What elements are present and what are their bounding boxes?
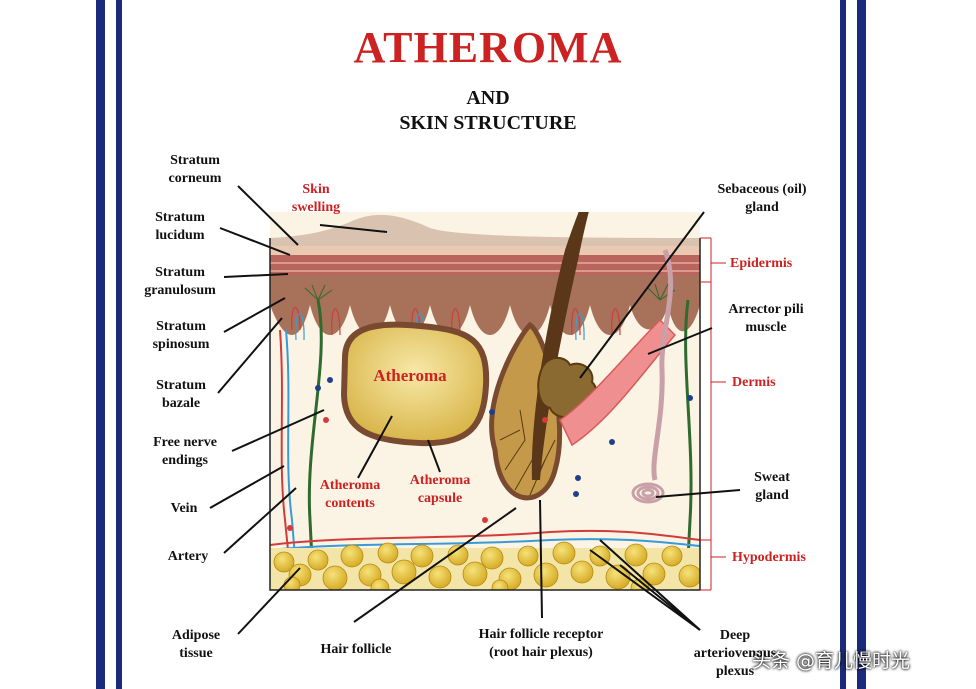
left-border-outer [96, 0, 105, 689]
label-sebaceous-gland: Sebaceous (oil) gland [717, 182, 807, 215]
right-border-inner [840, 0, 846, 689]
label-stratum-bazale: Stratum bazale [156, 378, 206, 411]
left-border-inner [116, 0, 122, 689]
label-hair-follicle-receptor: Hair follicle receptor (root hair plexus… [478, 627, 604, 660]
label-adipose-tissue: Adipose tissue [171, 628, 221, 661]
label-skin-swelling: Skin swelling [291, 182, 341, 215]
label-hypodermis: Hypodermis [732, 550, 806, 565]
label-atheroma-capsule: Atheroma capsule [409, 473, 471, 506]
right-border-outer [857, 0, 866, 689]
leader-lines [209, 185, 741, 635]
sweat-gland-duct [651, 249, 674, 481]
label-artery: Artery [167, 549, 209, 564]
page-title: ATHEROMA [353, 23, 623, 72]
label-stratum-granulosum: Stratum granulosum [144, 265, 216, 298]
label-epidermis: Epidermis [730, 256, 793, 271]
watermark-text: 头条 @育儿慢时光 [752, 650, 911, 672]
stratum-corneum-layer [270, 214, 700, 250]
arrector-pili-muscle-shape [559, 318, 677, 447]
label-sweat-gland: Sweat gland [754, 470, 790, 503]
label-stratum-lucidum: Stratum lucidum [155, 210, 205, 243]
label-stratum-spinosum: Stratum spinosum [152, 319, 210, 352]
sweat-gland-coil [631, 482, 665, 504]
label-vein: Vein [170, 501, 198, 516]
atheroma-cyst [340, 321, 490, 447]
label-atheroma: Atheroma [373, 366, 447, 385]
label-dermis: Dermis [732, 375, 776, 390]
artery-vessel [279, 329, 291, 571]
label-stratum-corneum: Stratum corneum [168, 153, 222, 186]
subtitle-skin-structure: SKIN STRUCTURE [399, 112, 577, 134]
label-free-nerve-endings: Free nerve endings [153, 435, 217, 468]
label-atheroma-contents: Atheroma contents [319, 478, 381, 511]
nerve-fiber [307, 299, 323, 561]
layer-bracket [700, 237, 726, 591]
subtitle-and: AND [466, 87, 510, 109]
vein-vessel [285, 329, 297, 571]
label-hair-follicle: Hair follicle [320, 642, 392, 657]
label-deep-arteriovenous-plexus: Deep arteriovenous plexus [693, 628, 777, 679]
label-arrector-pili-muscle: Arrector pili muscle [728, 302, 804, 335]
hair-shaft [531, 212, 589, 480]
stratum-spinosum-layer [270, 275, 700, 335]
